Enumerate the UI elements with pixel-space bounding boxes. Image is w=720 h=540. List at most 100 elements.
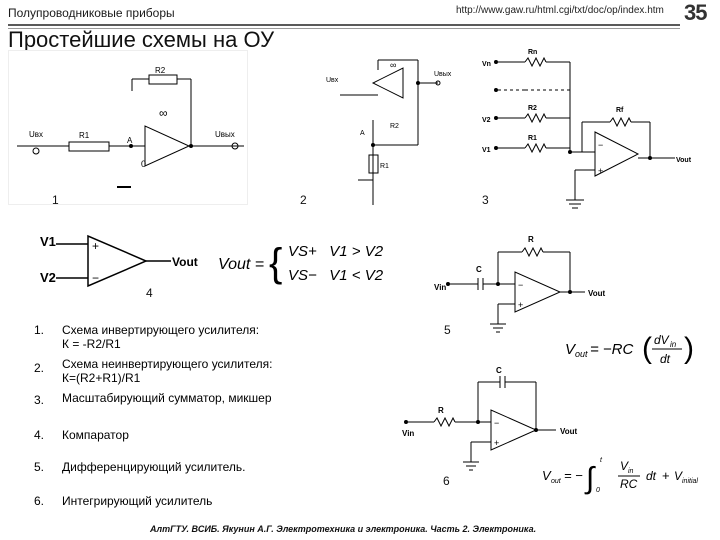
fig5-r-label: R — [528, 235, 534, 244]
fig1-inf-label: ∞ — [159, 106, 168, 120]
svg-text:dV: dV — [654, 333, 670, 347]
svg-text:in: in — [670, 340, 677, 349]
svg-text:in: in — [628, 468, 634, 475]
fig4-v1-label: V1 — [40, 234, 56, 249]
svg-text:∫: ∫ — [584, 462, 596, 495]
fig6-vout-label: Vout — [560, 427, 578, 436]
list-item-number: 3. — [34, 393, 45, 407]
source-url[interactable]: http://www.gaw.ru/html.cgi/txt/doc/op/in… — [456, 5, 664, 16]
footer-credit: АлтГТУ. ВСИБ. Якунин А.Г. Электротехника… — [150, 524, 537, 534]
fig2-r1-label: R1 — [380, 163, 389, 170]
svg-text:V: V — [620, 459, 629, 473]
fig6-plus-sign: + — [494, 438, 499, 448]
fig5-formula: V out = −RC ( dV in dt ) — [565, 332, 694, 366]
figure-2-panel: Uвх Uвых R1 R2 A ∞ — [318, 50, 468, 205]
svg-text:out: out — [575, 349, 588, 359]
fig2-uout-label: Uвых — [434, 71, 452, 78]
fig4-case-1: VS+ V1 > V2 — [288, 243, 384, 260]
svg-text:0: 0 — [596, 487, 600, 494]
fig6-minus-sign: − — [494, 418, 499, 428]
svg-text:t: t — [600, 457, 603, 464]
figure-4-circuit: + − V1 V2 Vout Vout = { VS+ V1 > V2 VS− … — [40, 234, 384, 288]
fig3-r1-label: R1 — [528, 135, 537, 142]
list-item-line1: Дифференцирующий усилитель. — [62, 460, 246, 474]
fig6-r-label: R — [438, 406, 444, 415]
svg-text:dt: dt — [646, 469, 657, 483]
fig3-vout-label: Vout — [676, 157, 692, 164]
list-item-number: 4. — [34, 428, 45, 442]
svg-text:= −RC: = −RC — [590, 341, 634, 358]
list-item-line1: Компаратор — [62, 428, 129, 442]
list-item-line1: Схема инвертирующего усилителя: — [62, 323, 260, 337]
figure-1-circuit: R2 R1 A ∞ Uвх Uвых 0 — [17, 66, 244, 188]
figure-6-number: 6 — [443, 474, 450, 488]
list-item-number: 1. — [34, 323, 45, 337]
fig5-vout-label: Vout — [588, 289, 606, 298]
list-item-number: 2. — [34, 361, 45, 375]
fig5-c-label: C — [476, 265, 482, 274]
svg-text:V: V — [542, 468, 552, 483]
fig3-rn-label: Rn — [528, 49, 537, 56]
page-number: 35 — [684, 0, 708, 25]
fig3-plus-label: + — [598, 166, 603, 176]
fig2-r2-label: R2 — [390, 123, 399, 130]
list-item-number: 5. — [34, 460, 45, 474]
fig4-minus-sign: − — [92, 271, 99, 285]
fig3-r2-label: R2 — [528, 105, 537, 112]
fig1-uout-label: Uвых — [215, 130, 235, 139]
fig6-c-label: C — [496, 366, 502, 375]
fig1-a-label: A — [127, 136, 133, 145]
svg-text:= −: = − — [564, 468, 583, 483]
svg-text:V: V — [674, 469, 683, 483]
fig1-uin-label: Uвх — [29, 130, 43, 139]
svg-text:initial: initial — [682, 478, 698, 485]
figure-5-circuit: R C Vin Vout − + V out = −RC ( dV in dt … — [434, 235, 694, 366]
figure-1-number: 1 — [52, 193, 59, 207]
slide-title: Простейшие схемы на ОУ — [8, 27, 275, 52]
fig3-minus-label: − — [598, 140, 603, 150]
figure-6-panel: R C Vin Vout − + V out = − ∫ t 0 V in RC… — [396, 366, 708, 506]
fig4-v2-label: V2 — [40, 270, 56, 285]
svg-text:dt: dt — [660, 352, 671, 366]
fig4-case-2: VS− V1 < V2 — [288, 267, 384, 284]
svg-text:(: ( — [642, 332, 652, 365]
fig5-plus-sign: + — [518, 300, 523, 310]
fig4-eq-lhs: Vout = — [218, 256, 264, 273]
fig2-a-label: A — [360, 130, 365, 137]
figure-2-circuit: Uвх Uвых R1 R2 A ∞ — [326, 59, 452, 205]
svg-text:+: + — [662, 468, 670, 483]
fig6-formula: V out = − ∫ t 0 V in RC dt + V initial — [542, 457, 698, 495]
header-divider — [8, 24, 680, 26]
list-item-line2: К=(R2+R1)/R1 — [62, 371, 141, 385]
figure-4-number: 4 — [146, 286, 153, 300]
section-title: Полупроводниковые приборы — [8, 6, 175, 20]
fig1-r2-label: R2 — [155, 66, 166, 75]
figure-2-number: 2 — [300, 193, 307, 207]
fig2-inf-label: ∞ — [390, 60, 396, 70]
list-item-line1: Схема неинвертирующего усилителя: — [62, 357, 273, 371]
list-item-line2: К = -R2/R1 — [62, 337, 121, 351]
fig1-zero-label: 0 — [141, 159, 146, 169]
figure-6-circuit: R C Vin Vout − + V out = − ∫ t 0 V in RC… — [402, 366, 698, 495]
list-item-number: 6. — [34, 494, 45, 508]
fig3-rf-label: Rf — [616, 107, 624, 114]
fig2-uin-label: Uвх — [326, 77, 339, 84]
fig1-r1-label: R1 — [79, 131, 90, 140]
header-divider-thin — [8, 28, 680, 29]
svg-text:RC: RC — [620, 477, 638, 491]
fig4-vout-label: Vout — [172, 255, 198, 269]
figure-4-panel: + − V1 V2 Vout Vout = { VS+ V1 > V2 VS− … — [36, 224, 406, 296]
figure-3-number: 3 — [482, 193, 489, 207]
figure-5-panel: R C Vin Vout − + V out = −RC ( dV in dt … — [410, 228, 710, 368]
fig6-vin-label: Vin — [402, 429, 414, 438]
svg-text:): ) — [684, 332, 694, 365]
list-item-line1: Масштабирующий сумматор, микшер — [62, 391, 272, 405]
svg-text:V: V — [565, 341, 577, 358]
list-item-line1: Интегрирующий усилитель — [62, 494, 213, 508]
fig3-v1-label: V1 — [482, 147, 491, 154]
fig5-minus-sign: − — [518, 280, 523, 290]
fig3-v2-label: V2 — [482, 117, 491, 124]
fig5-vin-label: Vin — [434, 283, 446, 292]
figure-5-number: 5 — [444, 323, 451, 337]
svg-text:out: out — [551, 478, 562, 485]
